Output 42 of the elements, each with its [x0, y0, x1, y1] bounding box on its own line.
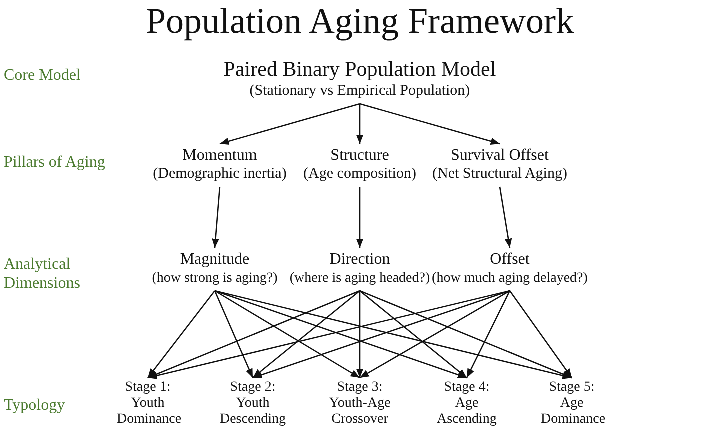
arrow	[214, 290, 572, 380]
arrow	[252, 290, 360, 378]
row-label: Analytical Dimensions	[4, 255, 82, 293]
node-heading: Momentum	[182, 146, 258, 165]
row-label: Pillars of Aging	[4, 153, 106, 172]
diagram-title: Population Aging Framework	[145, 0, 575, 42]
arrow	[214, 290, 254, 378]
node-subtitle: (how strong is aging?)	[151, 270, 279, 288]
arrow	[212, 186, 221, 248]
node-heading: Paired Binary Population Model	[222, 56, 498, 82]
node-heading: Magnitude	[179, 250, 251, 269]
arrow	[466, 290, 511, 378]
arrow	[147, 290, 216, 378]
arrow	[360, 290, 468, 378]
node-heading: Stage 2: Youth Descending	[218, 380, 288, 428]
arrow	[356, 187, 364, 248]
node-heading: Stage 5: Age Dominance	[541, 380, 603, 428]
arrow	[360, 290, 510, 379]
arrow	[214, 290, 360, 379]
arrow	[499, 186, 512, 248]
arrow	[509, 290, 573, 378]
node-heading: Direction	[328, 250, 392, 269]
arrow	[220, 103, 360, 145]
arrow	[360, 103, 500, 145]
row-label: Core Model	[4, 66, 82, 85]
node-heading: Offset	[489, 250, 531, 269]
arrow	[356, 291, 364, 378]
row-label: Typology	[4, 396, 66, 415]
node-heading: Stage 1: Youth Dominance	[117, 380, 179, 428]
node-subtitle: (how much aging delayed?)	[431, 270, 589, 288]
arrow	[252, 290, 510, 379]
arrow	[148, 290, 360, 379]
node-heading: Structure	[330, 146, 390, 165]
node-heading: Stage 3: Youth-Age Crossover	[328, 380, 392, 428]
node-subtitle: (Stationary vs Empirical Population)	[248, 82, 472, 101]
arrow	[214, 290, 468, 379]
node-heading: Survival Offset	[450, 146, 550, 165]
arrow	[356, 104, 364, 144]
node-subtitle: (where is aging headed?)	[288, 270, 432, 288]
node-heading: Stage 4: Age Ascending	[436, 380, 498, 428]
arrow	[360, 290, 572, 379]
node-subtitle: (Demographic inertia)	[152, 165, 288, 184]
